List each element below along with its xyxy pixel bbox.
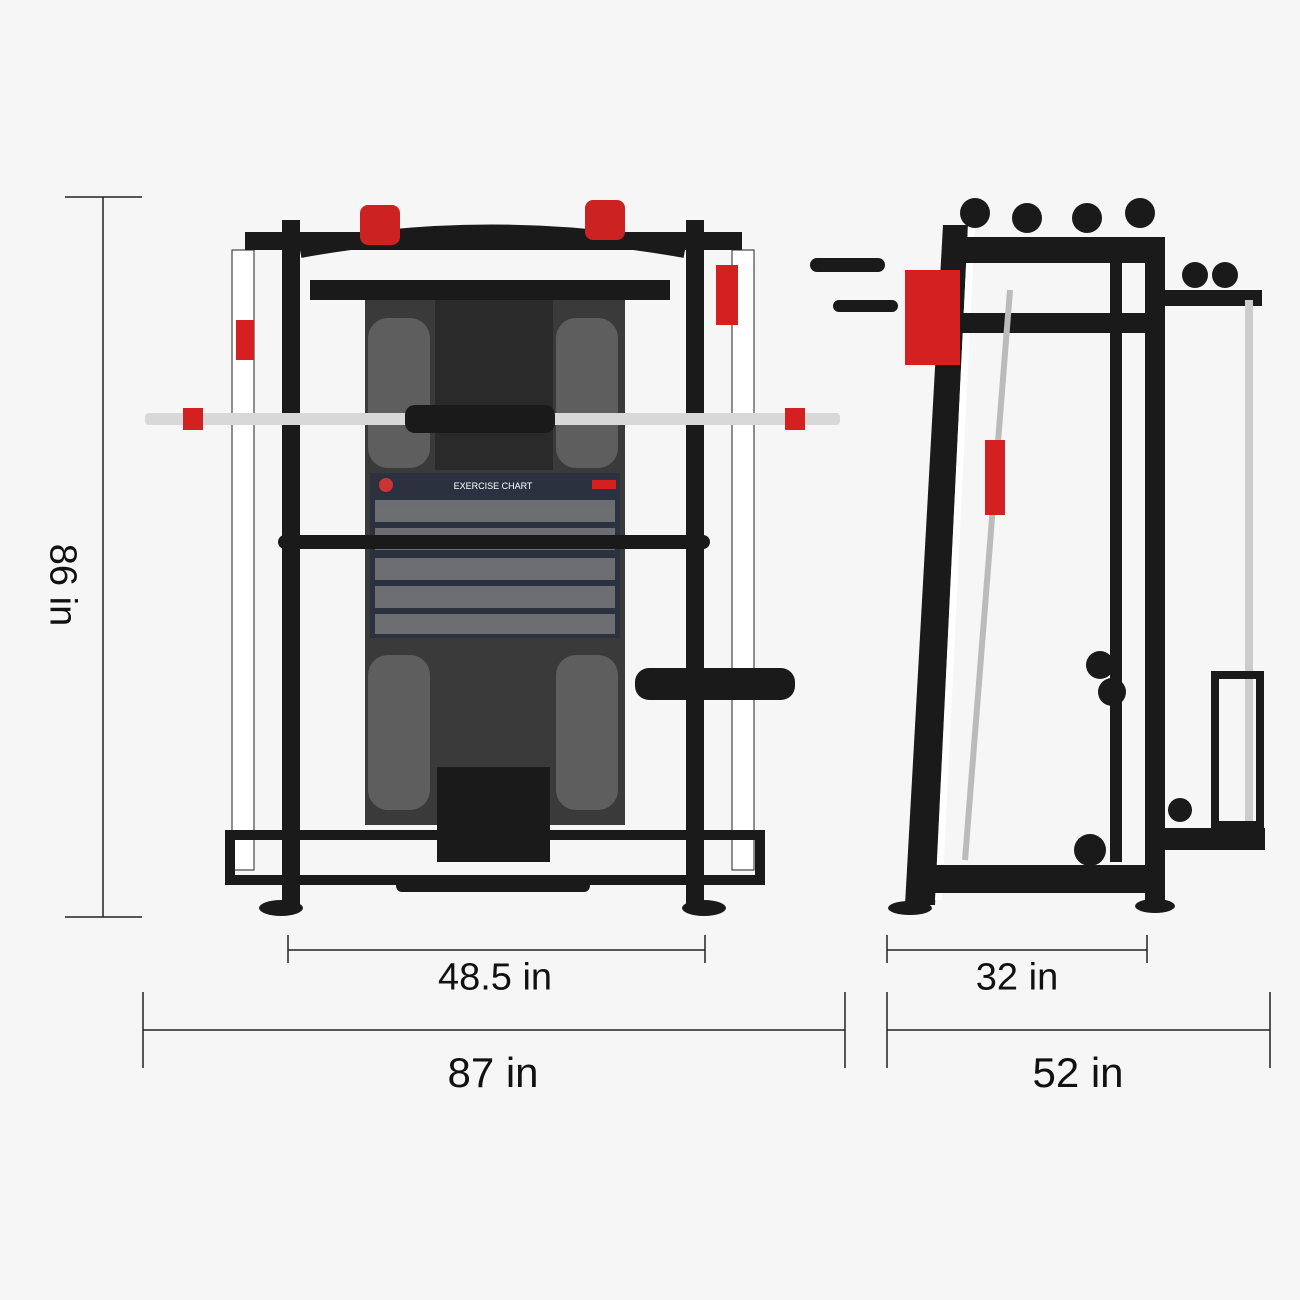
side-view-machine [810,198,1265,915]
inner-depth-label: 32 in [975,956,1059,999]
exercise-chart-poster [370,473,620,638]
height-label: 86 in [41,543,84,627]
front-view-machine: EXERCISE CHART [145,200,840,916]
total-width-label: 87 in [447,1049,539,1096]
dimension-lines [65,196,1271,1068]
brand-logo-icon [379,478,393,492]
total-depth-label: 52 in [1032,1049,1124,1096]
inner-width-label: 48.5 in [437,956,553,999]
exercise-chart-title: EXERCISE CHART [454,481,533,491]
